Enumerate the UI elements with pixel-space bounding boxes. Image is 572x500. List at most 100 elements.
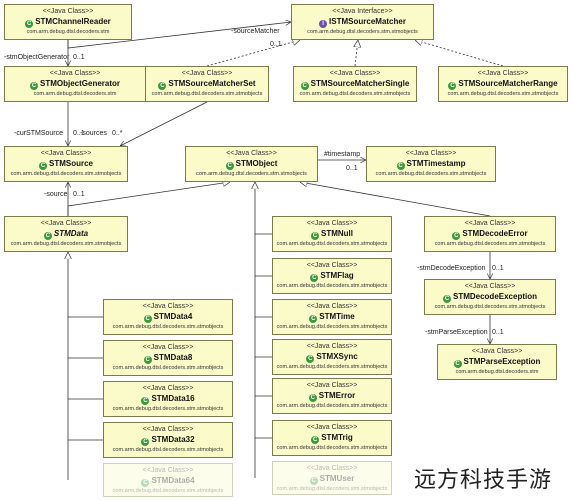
stereotype-label: <<Java Class>> [306,220,358,227]
stereotype-label: <<Java Class>> [477,70,529,77]
package-label: com.arm.debug.dtsl.decoders.stm.stmobjec… [447,91,559,97]
realize-set [206,40,300,67]
edge-label-source: -source [44,191,68,198]
compartment-divider [292,39,433,40]
realize-single [355,40,358,67]
inherit-data [67,182,230,216]
class-name-text: STMData64 [151,476,195,485]
edge-label-parseexc: -stmParseException [425,329,488,336]
package-label: com.arm.debug.dtsl.decoders.stm.stmobjec… [10,241,122,247]
compartment-divider [273,251,391,252]
compartment-divider [146,101,268,102]
stereotype-label: <<Java Class>> [49,70,101,77]
stereotype-label: <<Java Class>> [464,220,516,227]
compartment-divider [5,39,131,40]
class-name-text: STMUser [319,474,355,483]
class-name-text: STMParseException [463,357,541,366]
package-label: com.arm.debug.dtsl.decoders.stm.stmobjec… [112,447,224,453]
compartment-divider [5,251,127,252]
stereotype-label: <<Java Class>> [471,348,523,355]
class-icon: C [452,232,461,240]
stereotype-label: <<Java Class>> [306,424,358,431]
compartment-divider [273,334,391,335]
class-icon: C [442,295,451,303]
stereotype-label: <<Java Interface>> [332,8,393,15]
stereotype-label: <<Java Class>> [306,262,358,269]
stereotype-label: <<Java Class>> [329,70,381,77]
compartment-divider [186,181,317,182]
class-name-text: STMError [318,391,356,400]
class-icon: C [308,394,317,402]
package-label: com.arm.debug.dtsl.decoders.stm [33,91,117,97]
compartment-divider [273,413,391,414]
package-label: com.arm.debug.dtsl.decoders.stm.stmobjec… [276,445,388,451]
edge-label-sources-mult: 0..* [112,130,123,137]
class-name-text: STMChannelReader [35,17,111,26]
class-icon: C [38,162,47,170]
edge-label-cursource-mult: 0..1 [73,130,85,137]
class-name-text: STMObjectGenerator [39,79,120,88]
stereotype-label: <<Java Class>> [306,303,358,310]
class-name-text: STMData4 [153,312,193,321]
package-label: com.arm.debug.dtsl.decoders.stm.stmobjec… [276,403,388,409]
realize-range [415,40,504,67]
class-name-text: STMTrig [321,433,353,442]
package-label: com.arm.debug.dtsl.decoders.stm.stmobjec… [276,486,388,492]
inherit-decodeerror [300,182,491,217]
stereotype-label: <<Java Class>> [142,385,194,392]
compartment-divider [273,374,391,375]
edge-label-sourcematcher-mult: 0..1 [270,41,282,48]
class-name-text: STMData16 [151,394,195,403]
edge-label-decodeexc-mult: 0..1 [492,265,504,272]
class-name-text: STMSourceMatcherSingle [310,79,410,88]
package-label: com.arm.debug.dtsl.decoders.stm.stmobjec… [276,324,388,330]
class-name-text: STMDecodeError [462,229,528,238]
edge-label-sources: -sources [80,130,107,137]
class-name-text: STMObject [235,159,278,168]
compartment-divider [425,251,555,252]
stereotype-label: <<Java Class>> [142,426,194,433]
package-label: com.arm.debug.dtsl.decoders.stm.stmobjec… [434,241,546,247]
compartment-divider [425,314,555,315]
class-name-text: STMData [53,229,89,238]
edge-label-objgen-mult: 0..1 [73,54,85,61]
class-name-text: STMSource [48,159,93,168]
class-icon: C [453,360,462,368]
